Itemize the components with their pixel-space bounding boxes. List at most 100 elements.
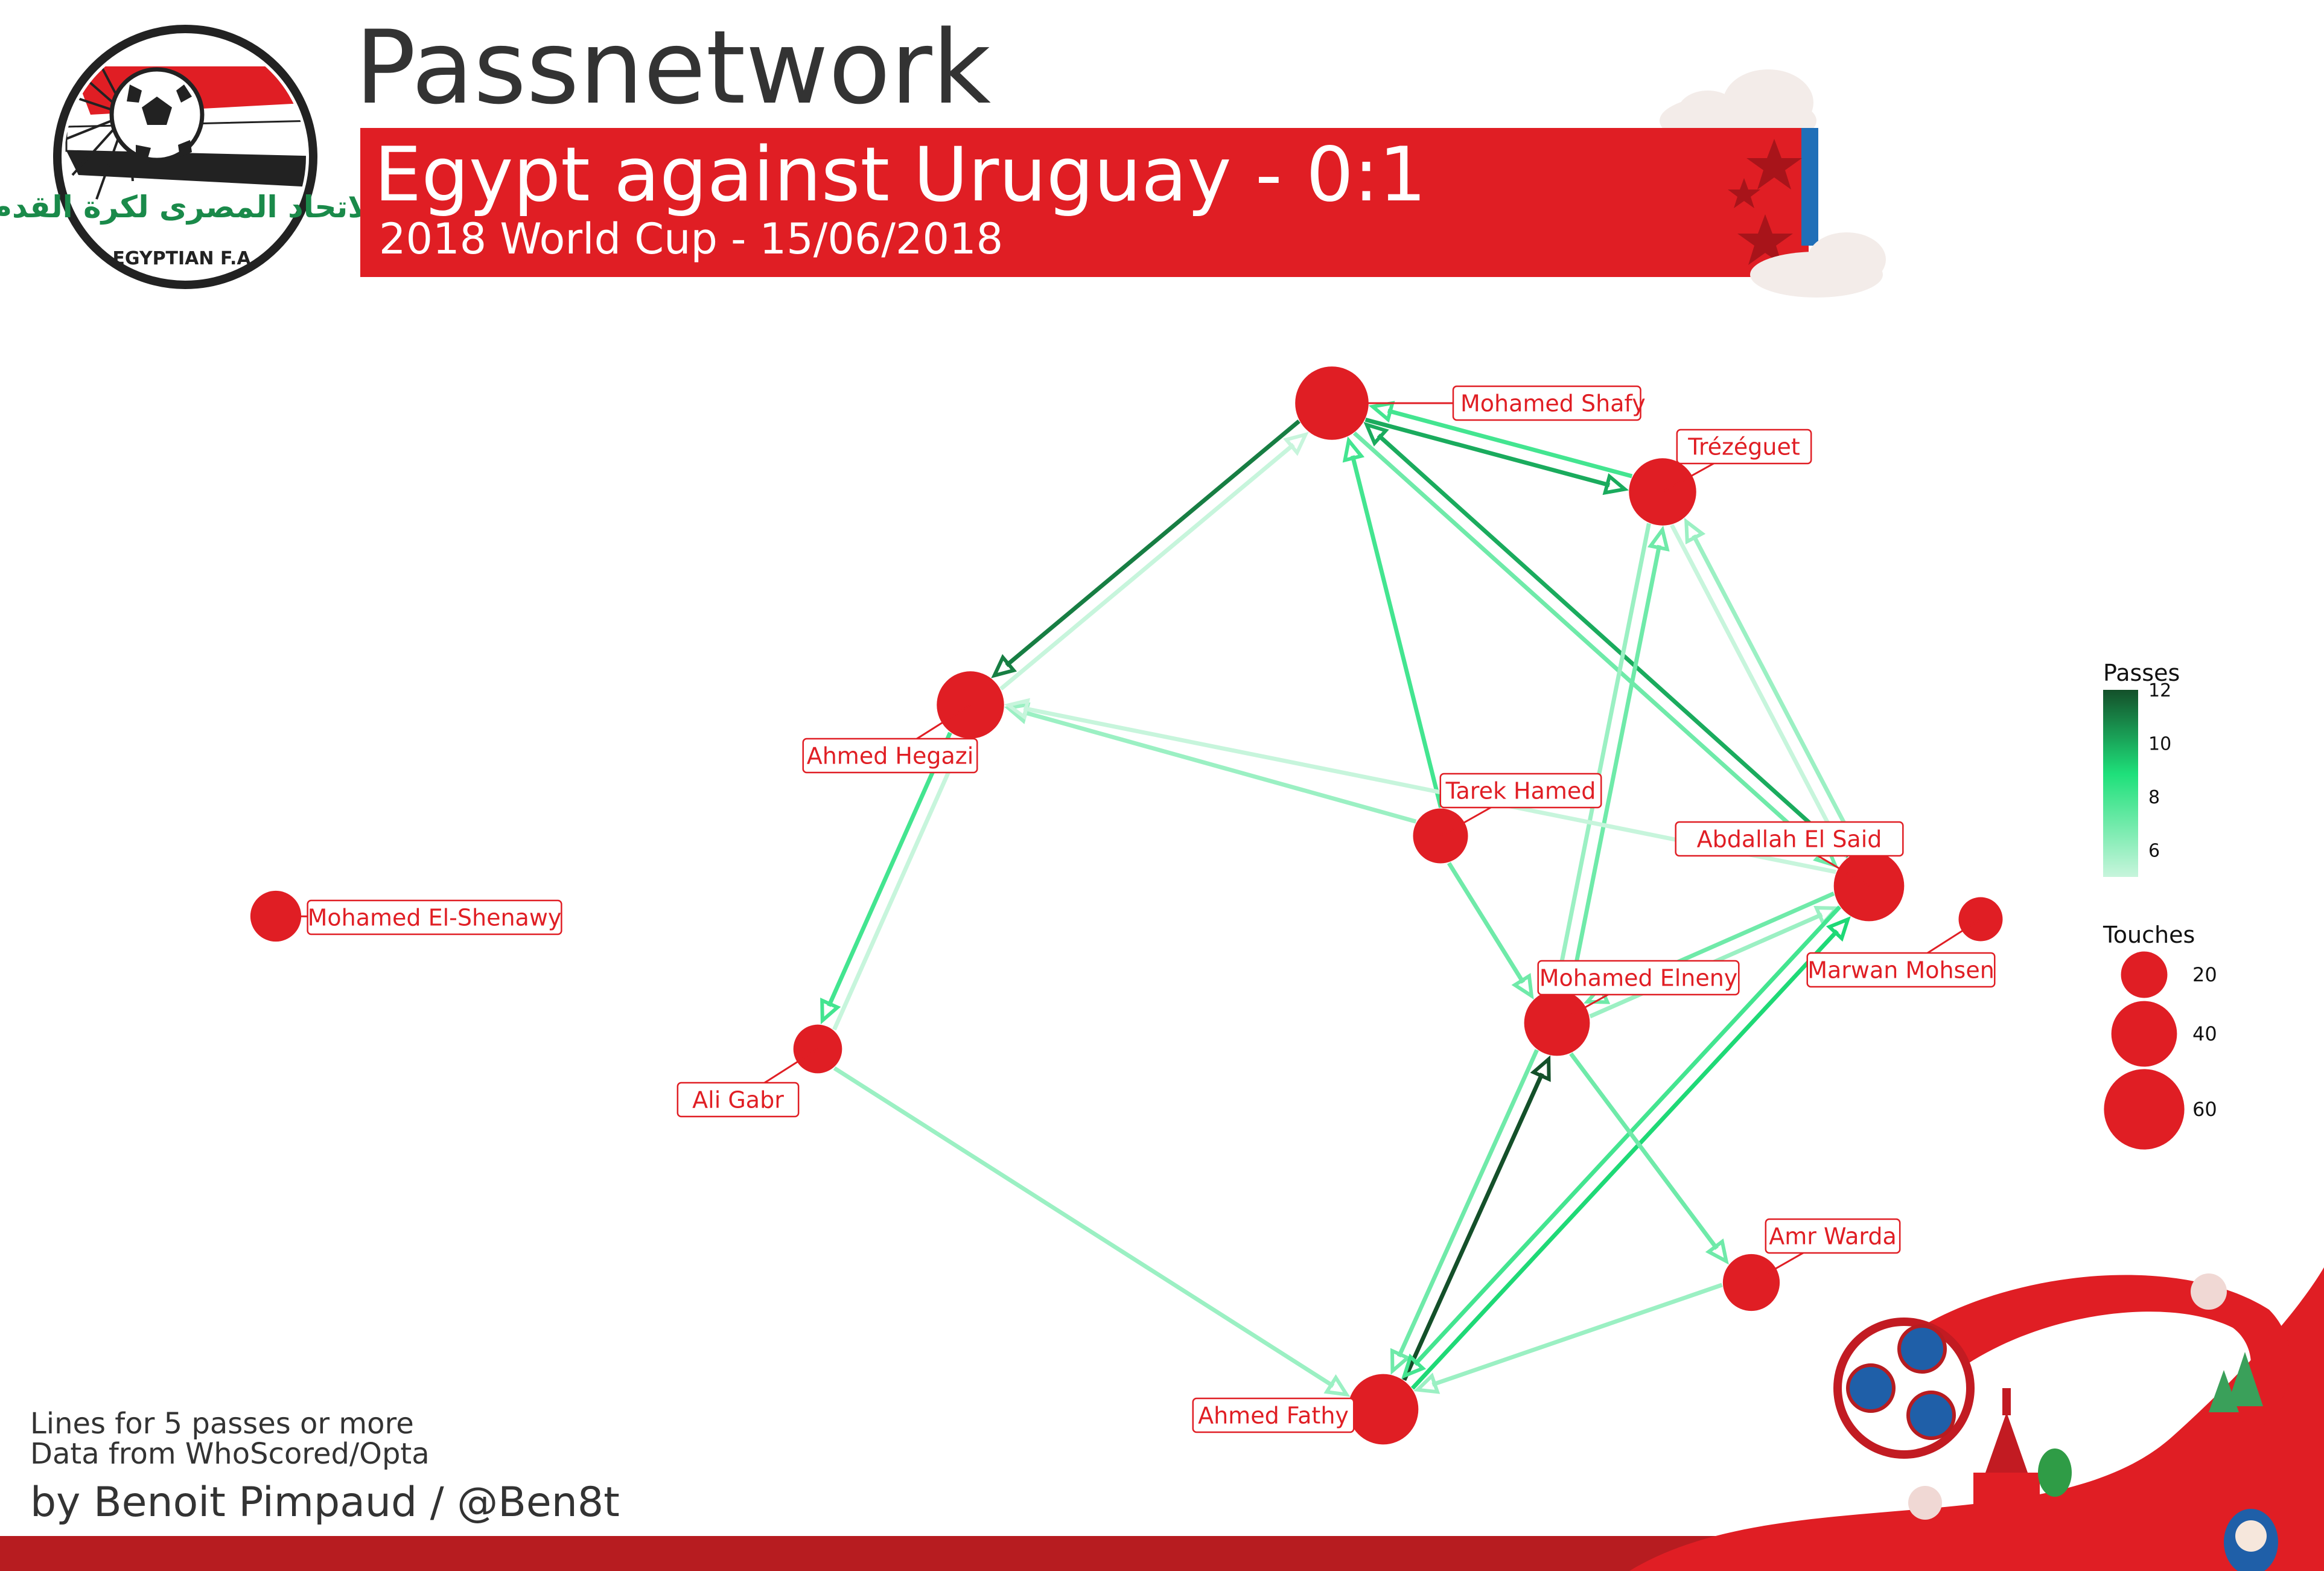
author-credit: by Benoit Pimpaud / @Ben8t	[30, 1479, 620, 1526]
competition-date: 2018 World Cup - 15/06/2018	[379, 214, 1003, 264]
pass-edge-tarek-shafy	[1350, 455, 1443, 808]
player-label-box-elneny	[1537, 960, 1740, 996]
pass-arrowhead-gabr-fathy	[1323, 1374, 1351, 1397]
world-cup-ball-icon	[1833, 1318, 1975, 1459]
pass-edge-fathy-elneny	[1402, 1072, 1544, 1381]
touches-legend-key	[2121, 951, 2168, 998]
touches-legend-label: 60	[2192, 1098, 2217, 1121]
pass-arrowhead-said-shafy	[1363, 421, 1389, 447]
flower-icon	[1908, 1273, 2227, 1520]
pass-edge-said-shafy	[1377, 433, 1849, 859]
cloud-icon	[1660, 69, 1816, 148]
pass-edge-tarek-elneny	[1447, 862, 1526, 984]
touches-legend-title: Touches	[2103, 922, 2195, 948]
player-label-box-gabr	[677, 1082, 800, 1118]
pass-arrowhead-shafy-hegazi	[991, 654, 1017, 678]
pass-edge-shafy-hegazi	[1005, 419, 1300, 668]
footer-note-source: Data from WhoScored/Opta	[30, 1437, 430, 1471]
player-label-said: Abdallah El Said	[1697, 826, 1882, 853]
pass-edge-said-trezeguet	[1692, 534, 1861, 853]
football-icon	[109, 67, 205, 162]
pass-arrowhead-trezeguet-shafy	[1368, 401, 1395, 423]
player-label-box-mohsen	[1806, 952, 1996, 988]
touches-legend-label: 20	[2192, 963, 2217, 986]
kremlin-tower-icon	[1973, 1388, 2079, 1551]
passes-legend-tick: 8	[2148, 787, 2160, 808]
player-label-trezeguet: Trézéguet	[1687, 434, 1800, 460]
player-label-elneny: Mohamed Elneny	[1539, 965, 1738, 992]
pass-edges	[820, 401, 1861, 1397]
star-icon	[1728, 139, 1802, 265]
pass-arrowhead-fathy-said	[1826, 916, 1851, 942]
player-label-shafy: Mohamed Shafy	[1460, 390, 1646, 417]
pass-edge-tarek-hegazi	[1022, 710, 1417, 824]
pass-arrowhead-hegazi-shafy	[1283, 432, 1309, 456]
pass-arrowhead-elneny-fathy	[1390, 1348, 1412, 1375]
banner-blue-stripe	[1801, 128, 1818, 246]
player-label-box-tarek	[1439, 773, 1602, 809]
player-label-tarek: Tarek Hamed	[1445, 778, 1596, 805]
touches-legend: Touches 20 40 60	[2103, 922, 2217, 1150]
pass-edge-hegazi-shafy	[999, 443, 1295, 691]
player-label-box-warda	[1765, 1218, 1901, 1254]
player-label-mohsen: Marwan Mohsen	[1807, 957, 1995, 984]
pass-edge-said-fathy	[1413, 905, 1842, 1366]
logo-arabic-text: الاتحاد المصرى لكرة القدم	[0, 190, 381, 225]
player-label-box-shafy	[1452, 385, 1641, 421]
passes-color-bar	[2103, 690, 2138, 877]
passes-legend-tick: 12	[2148, 680, 2171, 701]
pass-edge-trezeguet-said	[1670, 524, 1839, 843]
passes-legend: Passes 12 10 8 6	[2103, 660, 2180, 877]
player-label-box-hegazi	[802, 738, 978, 774]
egyptian-fa-logo: الاتحاد المصرى لكرة القدم EGYPTIAN F.A.	[0, 25, 381, 289]
player-label-fathy: Ahmed Fathy	[1198, 1403, 1349, 1429]
pass-edge-elneny-warda	[1569, 1052, 1719, 1250]
pass-arrowhead-said-hegazi	[1004, 698, 1030, 721]
pass-edge-warda-fathy	[1431, 1283, 1723, 1387]
passes-legend-tick: 6	[2148, 841, 2160, 862]
pass-edge-shafy-trezeguet	[1364, 417, 1611, 488]
pass-arrowhead-warda-fathy	[1413, 1372, 1441, 1394]
pass-edge-elneny-trezeguet	[1568, 544, 1662, 993]
player-label-box-fathy	[1192, 1397, 1355, 1433]
touches-legend-key	[2111, 1001, 2177, 1067]
footer-note-threshold: Lines for 5 passes or more	[30, 1407, 414, 1441]
pass-edge-gabr-hegazi	[832, 755, 958, 1031]
pass-edge-trezeguet-elneny	[1558, 523, 1651, 971]
pass-edge-fathy-said	[1410, 929, 1839, 1390]
subtitle-banner	[360, 128, 1809, 277]
pass-arrowhead-elneny-warda	[1705, 1238, 1729, 1265]
world-cup-decoration	[1629, 1267, 2324, 1571]
passes-legend-tick: 10	[2148, 734, 2171, 755]
player-label-shenawy: Mohamed El-Shenawy	[308, 905, 562, 931]
pass-arrowhead-hegazi-gabr	[820, 998, 841, 1025]
touches-legend-label: 40	[2192, 1022, 2217, 1045]
player-label-hegazi: Ahmed Hegazi	[807, 743, 974, 770]
pass-edge-gabr-fathy	[833, 1066, 1335, 1388]
pass-edge-trezeguet-shafy	[1387, 409, 1633, 479]
page-title: Passnetwork	[355, 8, 991, 127]
player-label-box-said	[1675, 821, 1904, 857]
touches-legend-key	[2104, 1069, 2185, 1150]
pass-arrowhead-tarek-elneny	[1511, 973, 1534, 1000]
pass-arrowhead-said-trezeguet	[1684, 517, 1706, 545]
pass-arrowhead-fathy-elneny	[1530, 1055, 1551, 1082]
pass-edge-hegazi-gabr	[827, 731, 952, 1007]
pass-arrowhead-tarek-shafy	[1342, 436, 1365, 463]
player-label-gabr: Ali Gabr	[692, 1087, 784, 1114]
logo-text: EGYPTIAN F.A.	[112, 248, 258, 269]
player-label-box-shenawy	[307, 899, 562, 935]
player-label-warda: Amr Warda	[1769, 1223, 1897, 1250]
player-label-box-trezeguet	[1676, 429, 1812, 465]
pass-edge-elneny-fathy	[1396, 1049, 1539, 1358]
pass-arrowhead-shafy-trezeguet	[1602, 473, 1629, 496]
passes-legend-title: Passes	[2103, 660, 2180, 686]
tree-icon	[2209, 1352, 2263, 1412]
match-subtitle: Egypt against Uruguay - 0:1	[374, 132, 1427, 218]
cloud-icon	[1750, 232, 1886, 298]
pass-edge-shafy-said	[1352, 431, 1826, 857]
pass-arrowhead-elneny-trezeguet	[1647, 525, 1670, 552]
matryoshka-icon	[2224, 1509, 2278, 1571]
